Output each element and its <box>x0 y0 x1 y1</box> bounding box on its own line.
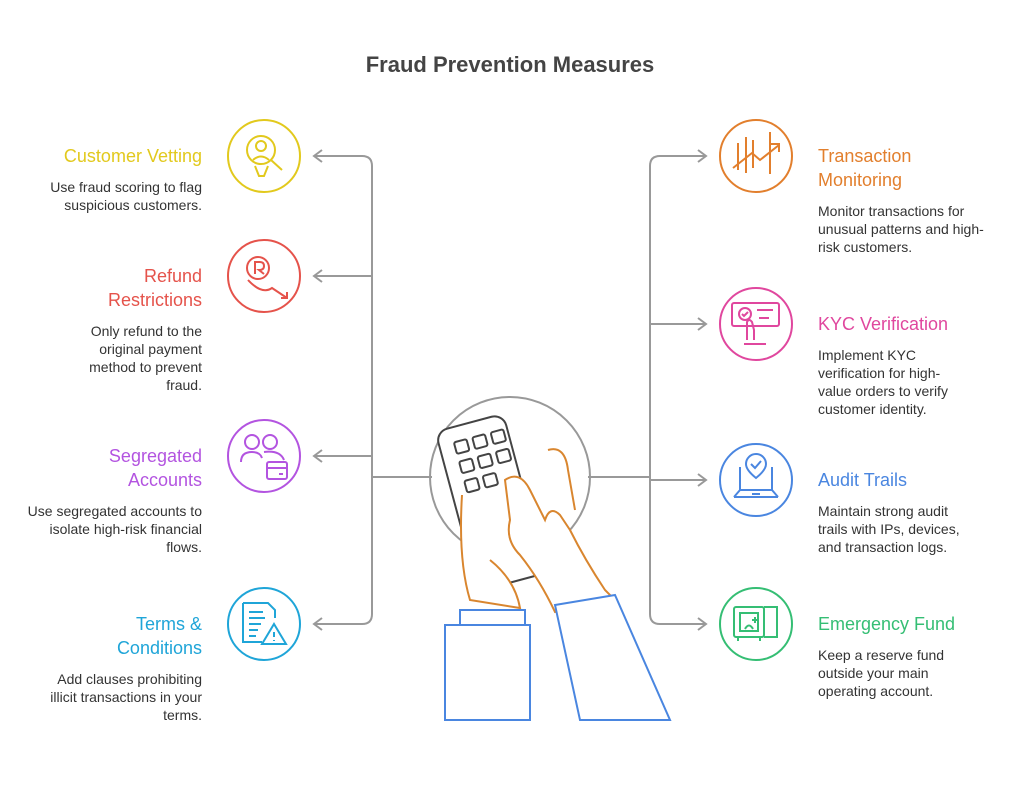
connector-lines <box>312 149 708 631</box>
item-customer-vetting: Customer Vetting Use fraud scoring to fl… <box>12 144 202 214</box>
center-illustration <box>429 396 672 721</box>
refund-icon <box>227 239 301 313</box>
item-title: Transaction Monitoring <box>818 146 912 190</box>
safe-icon <box>719 587 793 661</box>
item-desc: Add clauses prohibiting illicit transact… <box>50 671 202 723</box>
item-refund-restrictions: Refund Restrictions Only refund to the o… <box>12 264 202 394</box>
item-title: Emergency Fund <box>818 614 956 634</box>
id-check-icon <box>719 287 793 361</box>
item-desc: Monitor transactions for unusual pattern… <box>818 203 984 255</box>
users-card-icon <box>227 419 301 493</box>
diagram-title: Fraud Prevention Measures <box>365 52 655 77</box>
item-desc: Maintain strong audit trails with IPs, d… <box>818 503 960 555</box>
item-title: Audit Trails <box>818 470 908 490</box>
item-title: Segregated Accounts <box>108 446 202 490</box>
item-desc: Implement KYC verification for high-valu… <box>818 347 948 417</box>
item-title: Terms & Conditions <box>116 614 202 658</box>
calculator-hand-icon <box>437 415 672 721</box>
item-segregated-accounts: Segregated Accounts Use segregated accou… <box>12 444 202 556</box>
item-terms-conditions: Terms & Conditions Add clauses prohibiti… <box>12 612 202 724</box>
document-warning-icon <box>227 587 301 661</box>
item-title: Customer Vetting <box>63 146 202 166</box>
item-desc: Use fraud scoring to flag suspicious cus… <box>50 179 202 213</box>
item-title: KYC Verification <box>818 314 949 334</box>
laptop-shield-icon <box>719 443 793 517</box>
item-desc: Use segregated accounts to isolate high-… <box>27 503 202 555</box>
item-transaction-monitoring: Transaction Monitoring Monitor transacti… <box>818 144 993 256</box>
item-emergency-fund: Emergency Fund Keep a reserve fund outsi… <box>818 612 978 700</box>
item-title: Refund Restrictions <box>107 266 202 310</box>
item-desc: Keep a reserve fund outside your main op… <box>818 647 945 699</box>
item-kyc-verification: KYC Verification Implement KYC verificat… <box>818 312 968 418</box>
chart-trend-icon <box>719 119 793 193</box>
item-desc: Only refund to the original payment meth… <box>89 323 202 393</box>
item-audit-trails: Audit Trails Maintain strong audit trail… <box>818 468 978 556</box>
user-search-icon <box>227 119 301 193</box>
